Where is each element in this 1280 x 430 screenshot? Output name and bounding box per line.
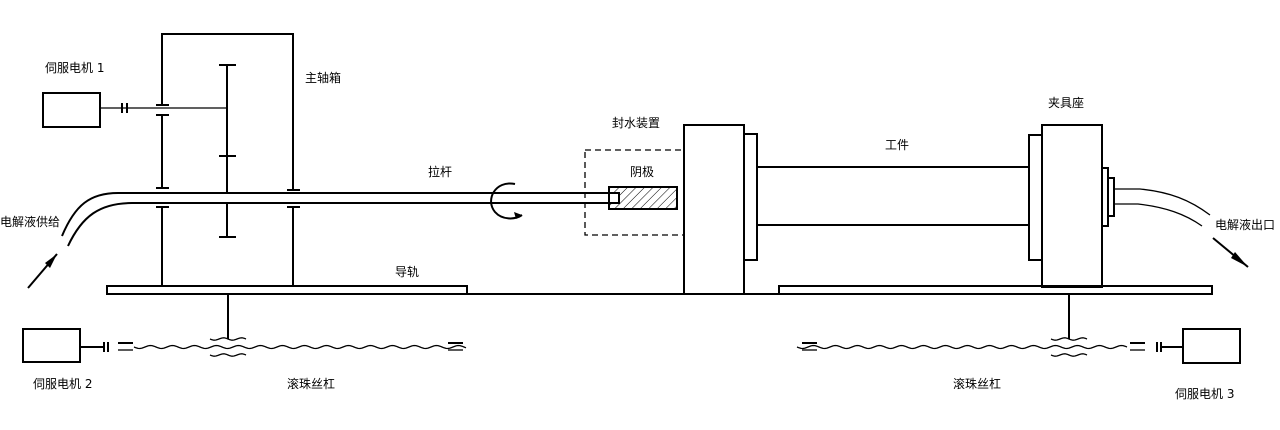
label-water-seal: 封水装置 [612,116,660,130]
rotation-arrow-icon [490,182,523,220]
label-spindle-box: 主轴箱 [305,70,341,85]
label-guide-rail: 导轨 [395,265,419,279]
ball-screw-right [796,294,1183,357]
nut-top [1050,337,1088,341]
supply-arrow-icon [27,253,58,289]
label-ball-screw-right: 滚珠丝杠 [953,376,1001,391]
outlet-nozzle [1107,177,1115,217]
fixture-seat [1041,124,1103,288]
workpiece [757,166,1029,226]
label-servo-motor-2: 伺服电机 2 [33,377,92,391]
nut-bottom [209,353,247,357]
motor-1-shaft [100,103,227,116]
servo-motor-2 [22,328,81,363]
guide-rail [106,285,1213,295]
left-block [683,124,745,295]
outlet-hose [1114,188,1211,227]
servo-motor-3 [1182,328,1241,364]
right-flange [1028,134,1043,261]
label-fixture-seat: 夹具座 [1048,95,1084,110]
rod-end [608,192,620,204]
nut-bottom [1050,353,1088,357]
label-servo-motor-3: 伺服电机 3 [1175,387,1234,401]
label-electrolyte-supply: 电解液供给 [0,214,60,229]
screw-thread [796,344,1128,350]
gear-train [219,64,236,238]
pull-rod [61,192,611,247]
outlet-arrow-icon [1212,237,1249,268]
label-cathode: 阴极 [630,165,654,179]
ball-screw-left [80,294,467,357]
servo-motor-1 [42,92,101,128]
label-servo-motor-1: 伺服电机 1 [45,61,104,75]
label-electrolyte-outlet: 电解液出口 [1215,217,1275,232]
spindle-box [156,33,300,286]
left-flange [743,133,758,261]
label-workpiece: 工件 [885,138,909,152]
screw-thread [133,344,467,350]
label-ball-screw-left: 滚珠丝杠 [287,376,335,391]
nut-top [209,337,247,341]
label-pull-rod: 拉杆 [428,164,452,179]
